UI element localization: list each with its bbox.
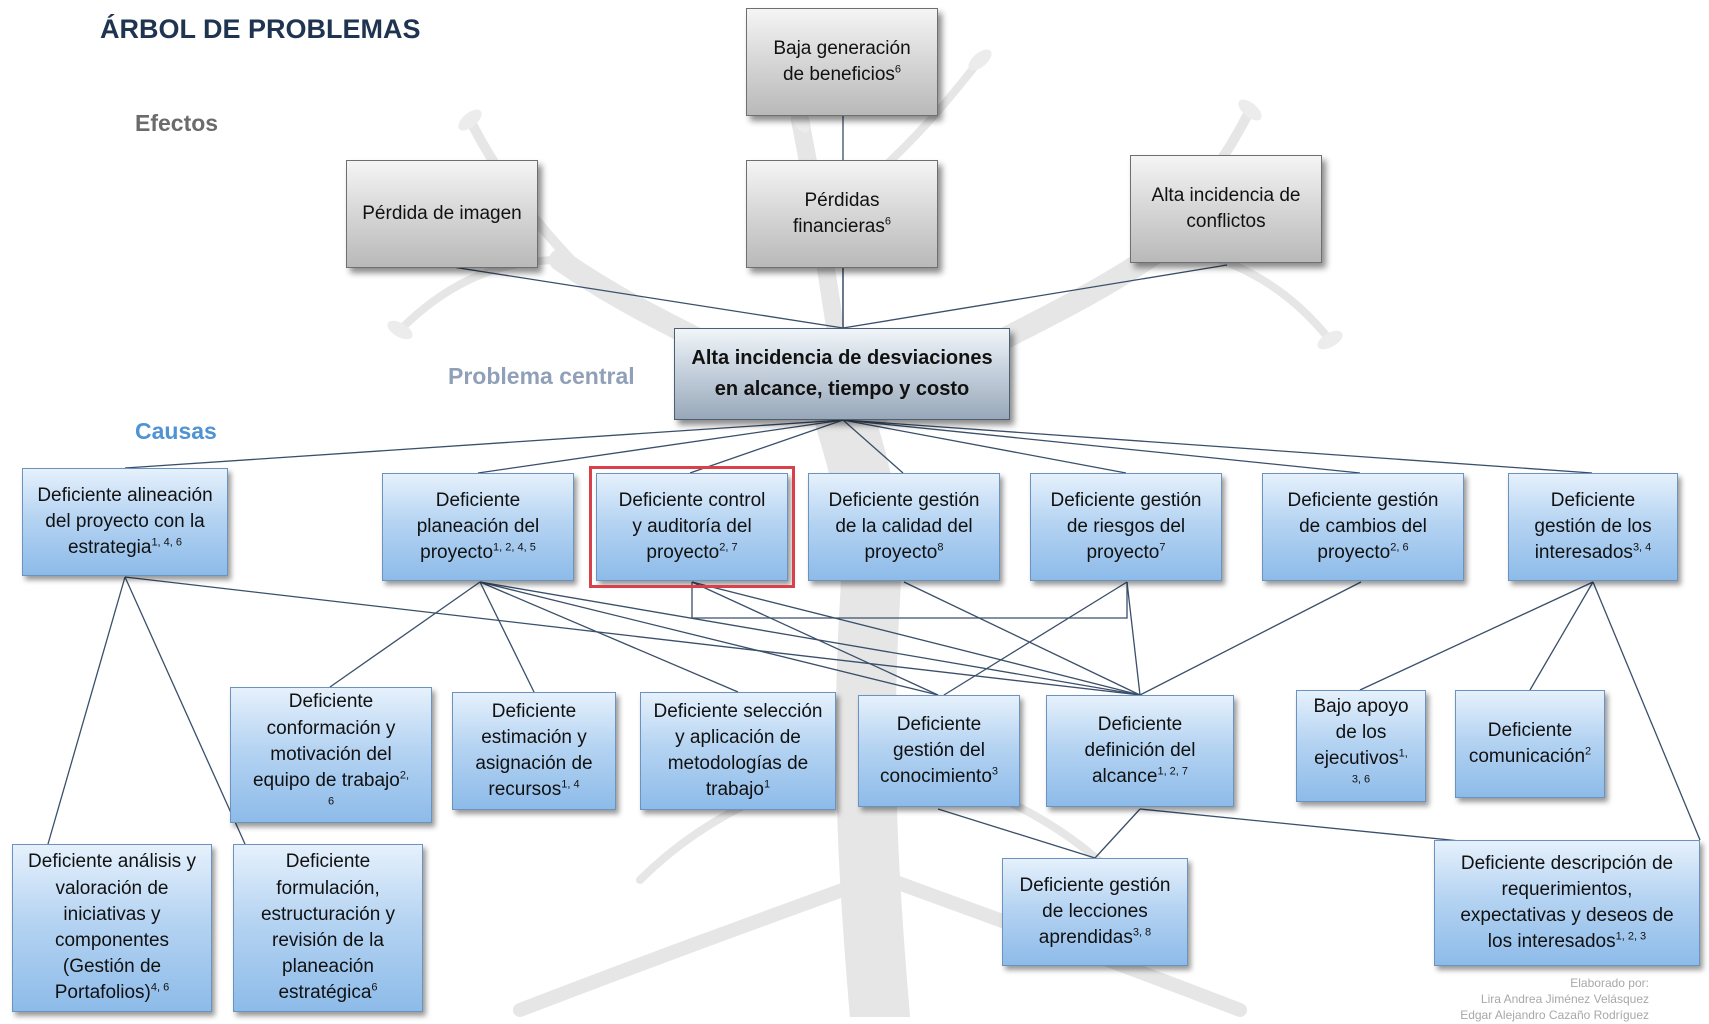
author-credit: Elaborado por: Lira Andrea Jiménez Velás… <box>1460 976 1649 1023</box>
section-label-problema-central: Problema central <box>448 363 635 389</box>
page-title: ÁRBOL DE PROBLEMAS <box>100 14 421 44</box>
section-label-efectos: Efectos <box>135 110 219 136</box>
section-label-causas: Causas <box>135 418 217 444</box>
effect-perdida-de-imagen: Pérdida de imagen <box>346 160 538 268</box>
